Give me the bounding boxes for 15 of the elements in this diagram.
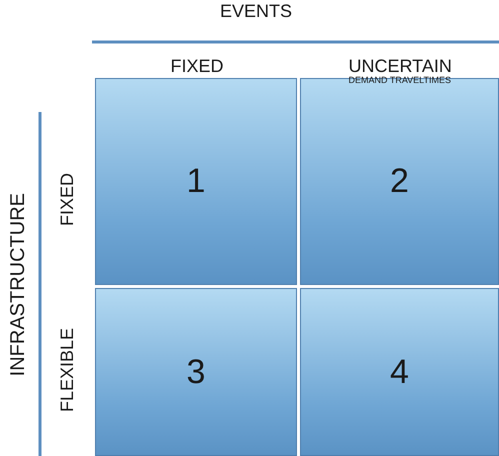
- row-header: FLEXIBLE: [58, 328, 76, 412]
- cell-number: 1: [186, 162, 206, 201]
- matrix-cell: [300, 78, 499, 285]
- matrix-cell: [95, 78, 297, 285]
- column-subheader: DEMAND TRAVELTIMES: [348, 76, 452, 85]
- cell-number: 2: [390, 162, 409, 201]
- column-header: UNCERTAIN: [348, 57, 452, 75]
- cell-number: 4: [390, 352, 409, 392]
- axis-title: INFRASTRUCTURE: [8, 192, 28, 376]
- matrix-cell: [95, 288, 297, 456]
- column-header: FIXED: [170, 57, 224, 75]
- cell-number: 3: [186, 352, 206, 392]
- matrix-cell: [300, 288, 499, 456]
- axis-title: EVENTS: [220, 2, 292, 20]
- row-header: FIXED: [58, 172, 76, 226]
